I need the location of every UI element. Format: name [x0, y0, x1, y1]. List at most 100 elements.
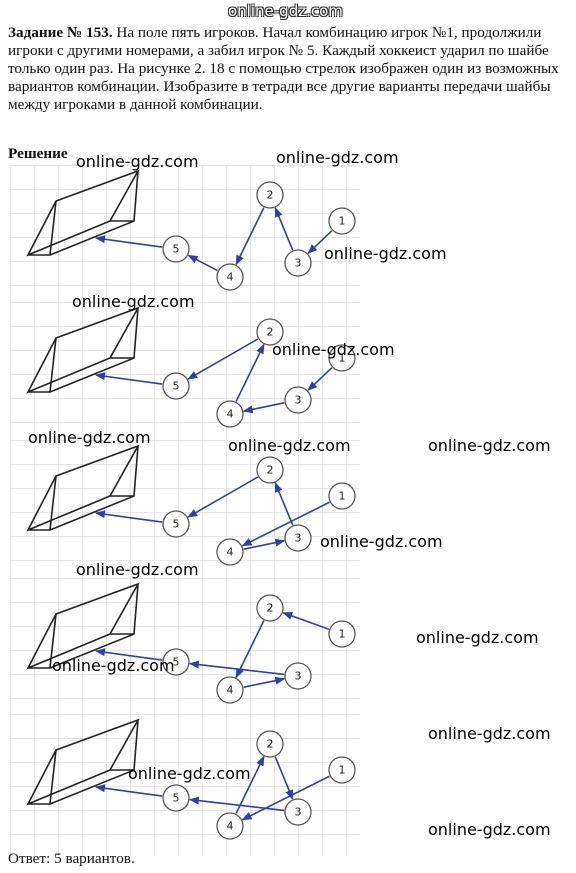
- player-1: 1: [328, 207, 356, 235]
- player-label: 1: [339, 215, 346, 228]
- task-text: На поле пять игроков. Начал комбинацию и…: [8, 24, 559, 113]
- variant-panel-2: 1 2 3 4 5: [10, 302, 360, 444]
- pass-arrow-2-to-5: [187, 338, 259, 380]
- player-2: 2: [256, 730, 284, 758]
- pass-arrow-4-to-2: [235, 343, 265, 402]
- watermark: online-gdz.com: [416, 628, 539, 647]
- player-label: 4: [227, 684, 234, 697]
- player-2: 2: [256, 594, 284, 622]
- player-5: 5: [162, 510, 190, 538]
- task-title: Задание № 153.: [8, 24, 113, 41]
- pass-arrow-4-to-3: [243, 676, 286, 688]
- player-3: 3: [284, 798, 312, 826]
- pass-arrow-2-to-3: [274, 756, 294, 800]
- player-4: 4: [216, 676, 244, 704]
- pass-arrow-1-to-2: [282, 612, 330, 630]
- player-2: 2: [256, 181, 284, 209]
- pass-arrow-4-to-3: [243, 538, 286, 550]
- pass-arrow-5-to-goal: [95, 648, 163, 661]
- pass-arrow-5-to-goal: [95, 784, 163, 797]
- pass-arrow-1-to-3: [307, 367, 333, 392]
- pass-arrow-3-to-5: [188, 796, 285, 812]
- pass-arrow-3-to-4: [242, 402, 285, 414]
- player-label: 5: [173, 518, 180, 531]
- watermark: online-gdz.com: [428, 436, 551, 455]
- player-label: 3: [295, 257, 302, 270]
- variant-diagram: 1 2 3 4 5: [26, 306, 356, 428]
- pass-arrow-3-to-2: [274, 207, 294, 251]
- player-1: 1: [328, 344, 356, 372]
- player-label: 2: [267, 189, 274, 202]
- solution-label: Решение: [8, 145, 68, 162]
- player-5: 5: [162, 372, 190, 400]
- player-label: 4: [227, 546, 234, 559]
- player-label: 5: [173, 380, 180, 393]
- player-3: 3: [284, 662, 312, 690]
- watermark-top: online-gdz.com: [228, 2, 343, 20]
- variant-diagram: 1 2 3 4 5: [26, 582, 356, 704]
- variant-diagram: 1 2 3 4 5: [26, 444, 356, 566]
- watermark: online-gdz.com: [272, 340, 395, 359]
- task-statement: Задание № 153. На поле пять игроков. Нач…: [8, 24, 570, 114]
- player-4: 4: [216, 538, 244, 566]
- player-4: 4: [216, 400, 244, 428]
- player-4: 4: [216, 263, 244, 291]
- player-label: 1: [339, 352, 346, 365]
- pass-arrow-5-to-goal: [95, 372, 163, 385]
- watermark: online-gdz.com: [72, 292, 195, 311]
- player-1: 1: [328, 482, 356, 510]
- watermark: online-gdz.com: [128, 764, 251, 783]
- player-label: 1: [339, 490, 346, 503]
- pass-arrow-2-to-4: [235, 207, 265, 266]
- goal-net: [26, 444, 140, 532]
- player-label: 2: [267, 326, 274, 339]
- player-label: 4: [227, 408, 234, 421]
- watermark: online-gdz.com: [428, 724, 551, 743]
- pass-arrow-5-to-goal: [95, 510, 163, 523]
- pass-arrow-1-to-4: [241, 501, 330, 547]
- pass-arrow-2-to-4: [235, 620, 265, 679]
- pass-arrow-1-to-3: [307, 230, 333, 255]
- player-label: 3: [295, 532, 302, 545]
- watermark: online-gdz.com: [320, 532, 443, 551]
- player-label: 2: [267, 738, 274, 751]
- player-label: 1: [339, 764, 346, 777]
- pass-arrow-3-to-2: [274, 482, 294, 526]
- answer-text: Ответ: 5 вариантов.: [8, 850, 135, 867]
- goal-net: [26, 582, 140, 670]
- goal-net: [26, 718, 140, 806]
- player-3: 3: [284, 386, 312, 414]
- watermark: online-gdz.com: [276, 148, 399, 167]
- player-1: 1: [328, 756, 356, 784]
- variant-panel-5: 1 2 3 4 5: [10, 714, 360, 856]
- player-label: 2: [267, 464, 274, 477]
- watermark: online-gdz.com: [428, 820, 551, 839]
- player-5: 5: [162, 648, 190, 676]
- pass-arrow-4-to-2: [235, 755, 265, 814]
- pass-arrow-3-to-5: [188, 660, 285, 676]
- variant-panel-4: 1 2 3 4 5: [10, 578, 360, 720]
- player-label: 4: [227, 271, 234, 284]
- watermark: online-gdz.com: [76, 560, 199, 579]
- player-5: 5: [162, 784, 190, 812]
- player-2: 2: [256, 456, 284, 484]
- goal-net: [26, 169, 140, 257]
- watermark: online-gdz.com: [28, 428, 151, 447]
- pass-arrow-5-to-goal: [95, 235, 163, 248]
- player-3: 3: [284, 249, 312, 277]
- goal-net: [26, 306, 140, 394]
- watermark: online-gdz.com: [76, 152, 199, 171]
- player-label: 3: [295, 806, 302, 819]
- player-3: 3: [284, 524, 312, 552]
- watermark: online-gdz.com: [228, 436, 351, 455]
- player-label: 1: [339, 628, 346, 641]
- player-4: 4: [216, 812, 244, 840]
- watermark: online-gdz.com: [52, 656, 175, 675]
- player-label: 2: [267, 602, 274, 615]
- player-label: 3: [295, 394, 302, 407]
- watermark: online-gdz.com: [324, 244, 447, 263]
- player-2: 2: [256, 318, 284, 346]
- player-label: 5: [173, 656, 180, 669]
- player-label: 5: [173, 792, 180, 805]
